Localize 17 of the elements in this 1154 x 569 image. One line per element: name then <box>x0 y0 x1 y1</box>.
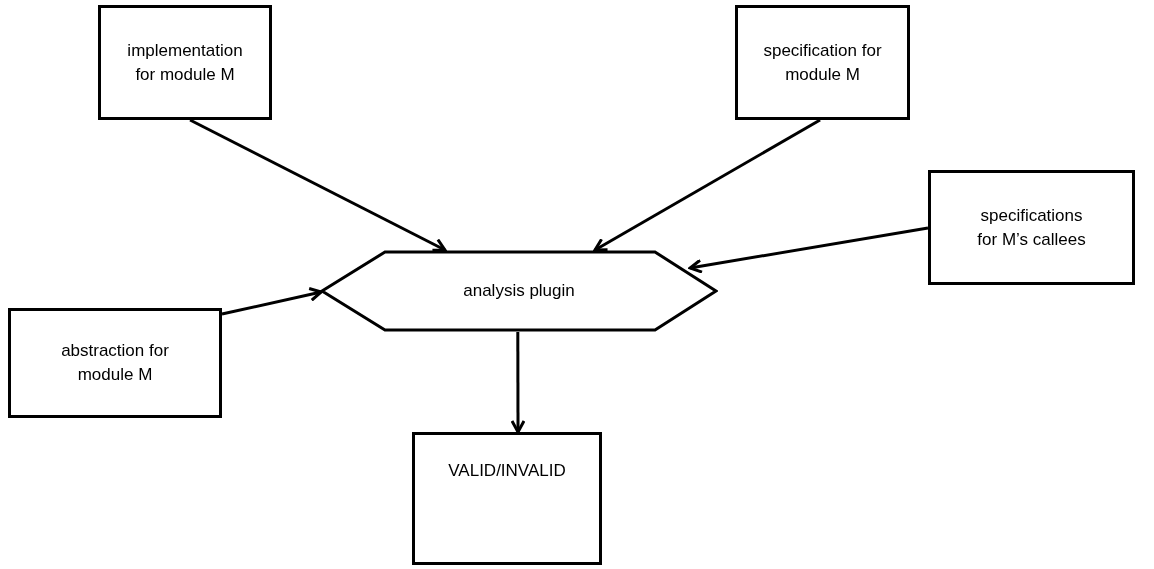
process-box <box>8 308 222 418</box>
arrow <box>221 287 323 316</box>
arrow <box>510 332 526 434</box>
process-box <box>98 5 272 120</box>
node-label: specifications for M’s callees <box>976 204 1087 251</box>
arrow <box>593 118 821 252</box>
arrow <box>688 226 929 274</box>
node-label: abstraction for module M <box>60 340 170 386</box>
node-label: analysis plugin <box>463 280 575 302</box>
process-box <box>412 432 602 565</box>
node-label: VALID/INVALID <box>448 460 566 482</box>
node-label: specification for module M <box>762 39 883 86</box>
node-label: implementation for module M <box>126 39 244 86</box>
process-box <box>928 170 1135 285</box>
arrow <box>189 118 447 252</box>
process-hexagon <box>320 250 718 332</box>
process-box <box>735 5 910 120</box>
